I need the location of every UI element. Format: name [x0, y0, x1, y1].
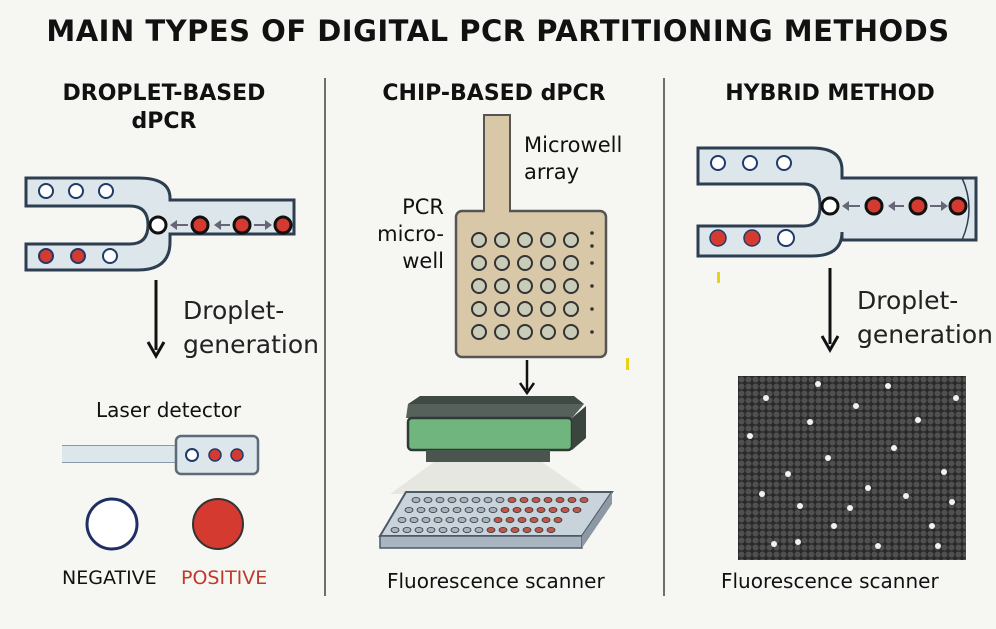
hybrid-step-line1: Droplet-: [857, 286, 959, 315]
bright-droplet: [825, 455, 831, 461]
hybrid-droplet-generator: [696, 146, 978, 258]
left-arrow-icon: [170, 220, 188, 230]
left-arrow-icon: [214, 220, 230, 230]
droplet-heading-line1: DROPLET-BASED: [62, 81, 266, 106]
droplet-step-label: Droplet- generation: [183, 294, 319, 362]
bright-droplet: [891, 445, 897, 451]
left-arrow-icon: [842, 201, 860, 211]
bright-droplet: [759, 491, 765, 497]
down-arrow-icon: [820, 268, 840, 354]
positive-label: POSITIVE: [181, 567, 268, 589]
hybrid-step-label: Droplet- generation: [857, 284, 993, 352]
bright-droplet: [807, 419, 813, 425]
hybrid-heading: HYBRID METHOD: [725, 81, 935, 106]
right-arrow-icon: [254, 220, 272, 230]
down-arrow-icon: [146, 280, 166, 360]
bright-droplet: [953, 395, 959, 401]
right-arrow-icon: [930, 201, 948, 211]
bright-droplet: [795, 539, 801, 545]
chip-scanner-label: Fluorescence scanner: [387, 569, 605, 593]
bright-droplet: [935, 543, 941, 549]
bright-droplet: [747, 433, 753, 439]
bright-droplet: [949, 499, 955, 505]
microwell-line2: array: [524, 160, 580, 184]
microwell-line1: Microwell: [524, 133, 623, 157]
bright-droplet: [915, 417, 921, 423]
yellow-mark: [626, 358, 629, 370]
pcr-line3: well: [402, 249, 444, 273]
microwell-chip: [454, 114, 608, 359]
bright-droplet: [831, 523, 837, 529]
droplet-heading-line2: dPCR: [131, 109, 197, 134]
droplet-step-line1: Droplet-: [183, 296, 285, 325]
bright-droplet: [771, 541, 777, 547]
chip-heading: CHIP-BASED dPCR: [382, 81, 606, 106]
pcr-line2: micro-: [377, 222, 444, 246]
microwell-array-label: Microwell array: [524, 132, 622, 186]
page-title: MAIN TYPES OF DIGITAL PCR PARTITIONING M…: [46, 14, 950, 48]
bright-droplet: [853, 403, 859, 409]
bright-droplet: [797, 503, 803, 509]
negative-label: NEGATIVE: [62, 567, 157, 589]
droplet-emulsion-image: [738, 376, 966, 560]
droplet-generator-channel: [24, 176, 296, 272]
fluorescence-scanner-device: [378, 396, 614, 549]
pcr-line1: PCR: [402, 195, 444, 219]
pcr-microwell-label: PCR micro- well: [368, 194, 444, 275]
droplet-heading: DROPLET-BASED dPCR: [40, 80, 288, 136]
bright-droplet: [875, 543, 881, 549]
bright-droplet: [903, 493, 909, 499]
droplet-step-line2: generation: [183, 330, 319, 359]
bright-droplet: [763, 395, 769, 401]
hybrid-scanner-label: Fluorescence scanner: [721, 569, 939, 593]
bright-droplet: [885, 383, 891, 389]
bright-droplet: [785, 471, 791, 477]
bright-droplet: [815, 381, 821, 387]
negative-droplet: [85, 497, 139, 551]
bright-droplet: [929, 523, 935, 529]
yellow-mark: [717, 272, 720, 283]
laser-detector: [62, 434, 260, 476]
bright-droplet: [865, 485, 871, 491]
plate-wells: [390, 497, 589, 533]
divider-right: [663, 78, 665, 596]
left-arrow-icon: [888, 201, 904, 211]
down-arrow-icon: [518, 360, 536, 396]
laser-detector-label: Laser detector: [96, 398, 242, 422]
hybrid-step-line2: generation: [857, 320, 993, 349]
bright-droplet: [941, 469, 947, 475]
positive-droplet: [192, 498, 244, 550]
microwell-grid: [471, 232, 579, 340]
divider-left: [324, 78, 326, 596]
bright-droplet: [847, 505, 853, 511]
